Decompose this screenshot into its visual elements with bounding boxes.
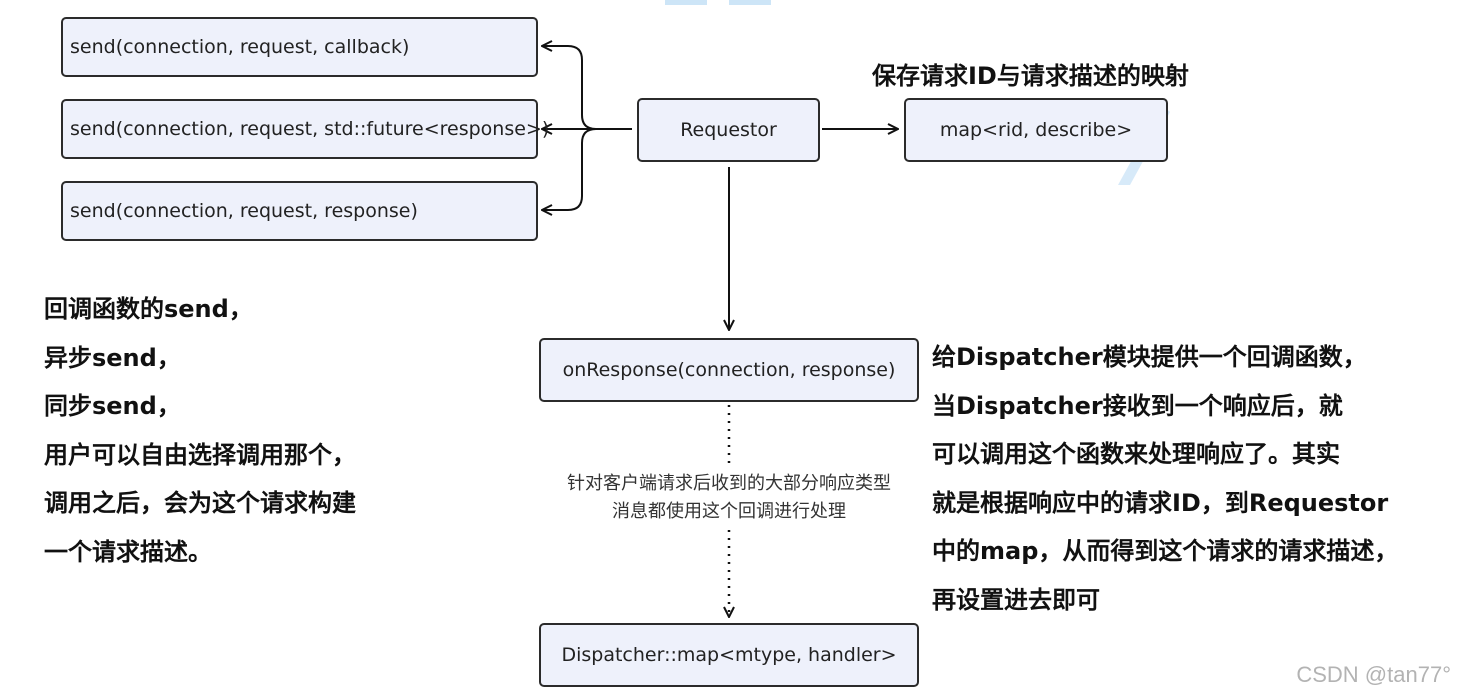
left-note-line: 同步send，	[44, 392, 181, 420]
left-note-line: 用户可以自由选择调用那个，	[44, 440, 356, 469]
left-note-line: 异步send，	[44, 343, 181, 372]
on-response-label: onResponse(connection, response)	[562, 359, 896, 381]
middle-note-line: 针对客户端请求后收到的大部分响应类型	[567, 473, 891, 494]
map-rid-label: map<rid, describe>	[939, 119, 1133, 141]
arrow-to-send-response	[542, 128, 597, 210]
left-note: 回调函数的send， 异步send， 同步send， 用户可以自由选择调用那个，…	[44, 285, 356, 576]
arrow-to-send-callback	[542, 46, 632, 130]
send-response-label: send(connection, request, response)	[70, 200, 418, 222]
send-callback-label: send(connection, request, callback)	[70, 36, 410, 58]
right-note-line: 再设置进去即可	[932, 585, 1100, 614]
requestor-label: Requestor	[680, 119, 777, 141]
middle-note-line: 消息都使用这个回调进行处理	[612, 501, 846, 522]
map-rid-box: map<rid, describe>	[904, 98, 1168, 162]
on-response-box: onResponse(connection, response)	[539, 338, 919, 402]
send-callback-box: send(connection, request, callback)	[61, 17, 538, 77]
middle-note: 针对客户端请求后收到的大部分响应类型 消息都使用这个回调进行处理	[530, 470, 928, 526]
decor-top-right	[729, 0, 771, 5]
dispatcher-map-label: Dispatcher::map<mtype, handler>	[561, 644, 897, 666]
dispatcher-map-box: Dispatcher::map<mtype, handler>	[539, 623, 919, 687]
right-note: 给Dispatcher模块提供一个回调函数， 当Dispatcher接收到一个响…	[932, 333, 1398, 624]
map-title-note: 保存请求ID与请求描述的映射	[872, 62, 1189, 90]
decor-top-left	[665, 0, 707, 5]
send-future-box: send(connection, request, std::future<re…	[61, 99, 549, 159]
send-response-box: send(connection, request, response)	[61, 181, 538, 241]
right-note-line: 给Dispatcher模块提供一个回调函数，	[932, 343, 1367, 371]
right-note-line: 可以调用这个函数来处理响应了。其实	[932, 440, 1340, 468]
send-future-label: send(connection, request, std::future<re…	[70, 118, 550, 140]
left-note-line: 一个请求描述。	[44, 537, 212, 566]
right-note-line: 当Dispatcher接收到一个响应后，就	[932, 391, 1343, 420]
right-note-line: 就是根据响应中的请求ID，到Requestor	[932, 488, 1389, 517]
requestor-box: Requestor	[637, 98, 820, 162]
watermark: CSDN @tan77°	[1296, 662, 1451, 687]
right-note-line: 中的map，从而得到这个请求的请求描述，	[932, 537, 1399, 565]
left-note-line: 回调函数的send，	[44, 295, 253, 323]
left-note-line: 调用之后，会为这个请求构建	[44, 489, 356, 517]
